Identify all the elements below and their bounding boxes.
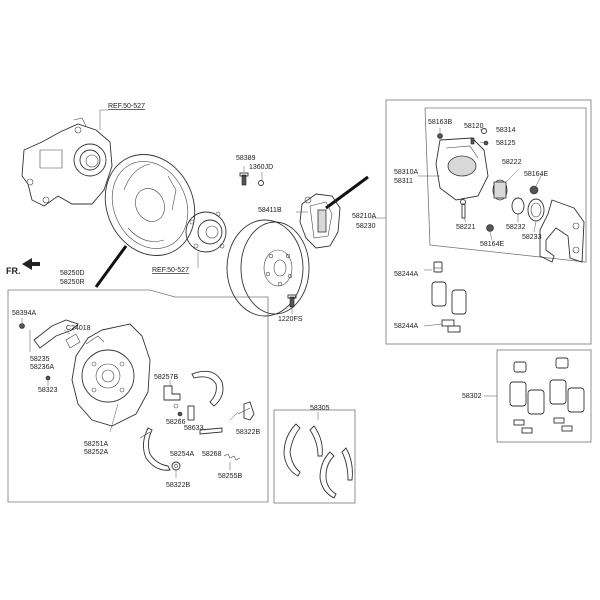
spring-58266-part [177,411,183,417]
part-number-58311: 58311 [394,178,413,185]
part-number-58244a-upper: 58244A [394,271,418,278]
part-number-1220fs: 1220FS [278,316,303,323]
lever-58322b-upper-part [237,401,255,421]
bleeder-58394a-part [19,323,25,329]
boot-58233-part [527,198,545,222]
caliper-body-part [435,137,489,201]
bolt-58163b-part [437,133,443,139]
seal-58232-part [511,197,525,215]
rear-shoe-kit-box [7,289,269,503]
caliper-inner-frame [424,107,587,263]
part-number-58125: 58125 [496,140,516,147]
part-number-58322b-upper: 58322B [236,429,260,436]
shoe-58254a-part [139,427,171,471]
part-number-58255b: 58255B [218,473,242,480]
nut-58322b-lower-part [171,461,181,471]
shoe-hold-58257b-part [163,385,181,409]
part-number-58633: 58633 [184,425,204,432]
parking-shoe-set-part [283,423,353,499]
backing-plate-large-part [71,323,151,427]
parking-shoe-box [273,409,356,504]
part-number-58257b: 58257B [154,374,178,381]
part-number-58411b: 58411B [258,207,282,214]
bleeder-58120-part [470,137,475,145]
part-number-c24018: C24018 [66,325,91,332]
guide-pin-58221-part [460,199,466,219]
caliper-bracket-part [539,199,585,263]
part-number-58222: 58222 [502,159,522,166]
guide-pin-boot-58164e-lower-part [486,224,494,232]
pad-set-58302-part [509,357,585,434]
part-number-58266: 58266 [166,419,186,426]
part-number-58394a: 58394A [12,310,36,317]
caliper-assembly-part [299,193,341,249]
part-number-58251a: 58251A [84,441,108,448]
part-number-58232: 58232 [506,224,526,231]
part-number-58254a: 58254A [170,451,194,458]
part-number-58163b: 58163B [428,119,452,126]
caliper-group-pointer [325,175,369,210]
knuckle-part [21,117,113,207]
caliper-box [385,99,592,345]
part-number-58314: 58314 [496,127,516,134]
backing-plate-part [104,154,196,256]
shoe-group-pointer [94,245,128,288]
part-number-58305: 58305 [310,405,330,412]
part-number-58250r: 58250R [60,279,85,286]
brake-disc-part [226,219,310,317]
part-number-58236a: 58236A [30,364,54,371]
part-number-1360jd: 1360JD [249,164,273,171]
part-number-58164e-upper: 58164E [524,171,548,178]
pad-kit-58244a-upper-part [431,261,467,315]
part-number-58120: 58120 [464,123,484,130]
part-number-58230: 58230 [356,223,376,230]
boot-58164e-upper-part [529,185,539,195]
ref-top-label[interactable]: REF.50-527 [108,103,145,110]
part-number-58210a: 58210A [352,213,376,220]
part-number-58164e-lower: 58164E [480,241,504,248]
parking-cable-bracket-part [33,319,81,349]
part-number-58389: 58389 [236,155,256,162]
part-number-58268: 58268 [202,451,222,458]
spring-58255b-part [223,453,241,461]
part-number-58221: 58221 [456,224,476,231]
hub-bearing-part [185,211,227,268]
parking-shoe-58268-part [191,370,224,435]
piston-58222-part [492,179,508,201]
part-number-58244a-lower: 58244A [394,323,418,330]
washer-1360jd-part [258,180,264,186]
pad-kit-58244a-lower-part [441,319,461,333]
part-number-58235: 58235 [30,356,50,363]
plug-58125-part [483,140,489,146]
part-number-58252a: 58252A [84,449,108,456]
fr-label: FR. [6,266,21,276]
part-number-58310a: 58310A [394,169,418,176]
pin-58323-part [45,375,51,381]
part-number-58250d: 58250D [60,270,85,277]
part-number-58323: 58323 [38,387,58,394]
part-number-58322b-lower: 58322B [166,482,190,489]
part-number-58302: 58302 [462,393,482,400]
ref-mid-label[interactable]: REF.50-527 [152,267,189,274]
adjuster-58633-part [187,405,195,421]
forward-arrow-icon [22,258,40,270]
bolt-58389-part [239,172,249,186]
part-number-58233: 58233 [522,234,542,241]
